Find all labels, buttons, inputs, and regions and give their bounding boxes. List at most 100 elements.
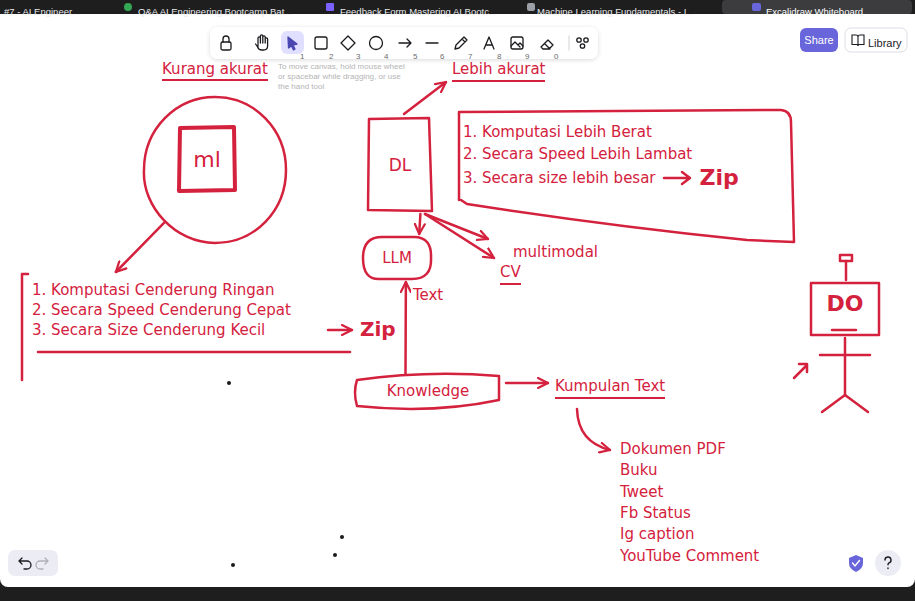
- leader-arrow: [506, 382, 548, 385]
- browser-tab-title: Feedback Form Mastering AI Bootc...: [340, 6, 497, 18]
- node-text: 1. Komputasi Lebih Berat: [463, 121, 799, 143]
- share-button-text: Share: [800, 33, 838, 47]
- tool-icons: [221, 35, 588, 50]
- shortcut-number: 0: [554, 52, 558, 62]
- llm-box: LLM: [360, 234, 434, 282]
- more-shapes-icon: [577, 38, 581, 42]
- node-text: 1. Komputasi Cenderung Ringan: [32, 280, 320, 300]
- share-button: [800, 28, 838, 52]
- text-source-item: Ig caption: [620, 525, 694, 544]
- ml-notes-band: 1. Komputasi Cenderung Ringan2. Secara S…: [18, 272, 320, 382]
- library-button: [845, 28, 907, 52]
- canvas-hint-holder: To move canvas, hold mouse wheel or spac…: [278, 62, 408, 92]
- node-text: 2. Secara Speed Cenderung Cepat: [32, 300, 320, 320]
- text-source-item: Buku: [620, 461, 658, 480]
- zip-arrow: [662, 170, 694, 186]
- browser-tab-title: Q&A AI Engineering Bootcamp Bat...: [138, 6, 292, 18]
- help-button: [875, 550, 901, 576]
- rectangle-icon: [315, 37, 327, 49]
- zip-note: Zip: [360, 317, 396, 342]
- browser-tab-title: #7 - AI Engineer...: [4, 6, 80, 18]
- shortcut-number: 4: [384, 52, 388, 62]
- edge-label-holder: Text: [411, 286, 445, 304]
- dl-box: DL: [366, 116, 434, 214]
- shortcut-number: 1: [300, 52, 304, 62]
- shortcut-number-holder: 5: [413, 45, 417, 63]
- toolbar-divider: [568, 36, 569, 50]
- text-source-item-holder: Fb Status: [620, 504, 691, 523]
- library-button-text-holder: Library: [868, 33, 902, 51]
- ml-box-stroke: [179, 127, 235, 191]
- node-text: 3. Secara size lebih besar: [463, 167, 656, 189]
- selected-tool-ground: [281, 31, 304, 54]
- ellipse-icon: [370, 37, 383, 50]
- leader-arrow: [577, 409, 610, 450]
- lock-icon: [223, 36, 229, 42]
- text-source-item-holder: Dokumen PDF: [620, 440, 726, 459]
- arrow-icon: [399, 39, 411, 47]
- robot-legs: [822, 395, 868, 412]
- tab-icon: [527, 3, 535, 11]
- library-icon: [852, 35, 864, 46]
- text-source-item: Dokumen PDF: [620, 440, 726, 459]
- leader-arrow: [425, 214, 494, 258]
- shortcut-number-holder: 4: [384, 45, 388, 63]
- robot-arms: [820, 354, 870, 357]
- lock-icon: [221, 42, 231, 50]
- undo-icon: [19, 558, 31, 569]
- image-icon: [511, 42, 523, 47]
- share-button-text-holder: Share: [800, 33, 838, 47]
- shortcut-number-holder: 6: [440, 45, 444, 63]
- connector-arrow: [404, 282, 407, 374]
- node-text: Knowledge: [387, 382, 469, 400]
- leader-arrow: [404, 82, 446, 114]
- robot-head-box-stroke: [811, 283, 879, 335]
- shortcut-number-holder: 1: [300, 45, 304, 63]
- shape-heading: Kurang akurat: [162, 60, 268, 81]
- text-tool-icon: [484, 37, 494, 49]
- zip-note-holder: Zip: [360, 317, 396, 342]
- model-type-label-holder: CV: [500, 263, 521, 285]
- toolbar: [210, 27, 907, 59]
- browser-tab-title-holder: Feedback Form Mastering AI Bootc...: [340, 1, 497, 19]
- accuracy-note: Lebih akurat: [452, 60, 545, 82]
- browser-tab-title-holder: #7 - AI Engineer...: [4, 1, 80, 19]
- text-source-item-holder: Ig caption: [620, 525, 694, 544]
- text-source-item: Tweet: [620, 483, 663, 502]
- zip-arrow: [664, 172, 690, 184]
- sketch-strokes: [38, 82, 870, 450]
- browser-tab-title-holder: Machine Learning Fundamentals - I...: [537, 1, 694, 19]
- node-text: LLM: [382, 249, 412, 267]
- more-shapes-icon: [580, 44, 584, 48]
- connector-arrow: [419, 214, 420, 234]
- accuracy-circle-stroke: [144, 97, 286, 243]
- robot-head-box-stroke: [832, 329, 856, 332]
- model-type-label: CV: [500, 263, 521, 285]
- knowledge-note: Kumpulan Text: [555, 377, 665, 399]
- shortcut-number-holder: 3: [356, 45, 360, 63]
- stray-dot: [227, 381, 231, 385]
- canvas-hint: To move canvas, hold mouse wheel or spac…: [278, 62, 408, 92]
- robot-body: [844, 338, 847, 395]
- text-source-item: YouTube Comment: [620, 547, 759, 566]
- shortcut-number: 6: [440, 52, 444, 62]
- shortcut-number: 5: [413, 52, 417, 62]
- browser-tab-title: Excalidraw Whiteboard: [766, 6, 863, 18]
- eraser-icon: [541, 40, 553, 49]
- tab-icon: [124, 3, 132, 11]
- pointer-icon: [288, 37, 297, 50]
- text-source-item-holder: YouTube Comment: [620, 547, 759, 566]
- dl-box-stroke: [368, 118, 432, 211]
- tab-icon: [752, 3, 761, 11]
- robot-head-box: DO: [808, 280, 882, 338]
- stray-dot: [333, 553, 337, 557]
- browser-tab-title-holder: Q&A AI Engineering Bootcamp Bat...: [138, 1, 292, 19]
- browser-tab-title: Machine Learning Fundamentals - I...: [537, 6, 694, 18]
- text-source-item-holder: Buku: [620, 461, 658, 480]
- shortcut-number: 3: [356, 52, 360, 62]
- knowledge-note-holder: Kumpulan Text: [555, 377, 665, 399]
- dl-notes-box: 1. Komputasi Lebih Berat2. Secara Speed …: [455, 108, 799, 244]
- shortcut-number-holder: 2: [329, 45, 333, 63]
